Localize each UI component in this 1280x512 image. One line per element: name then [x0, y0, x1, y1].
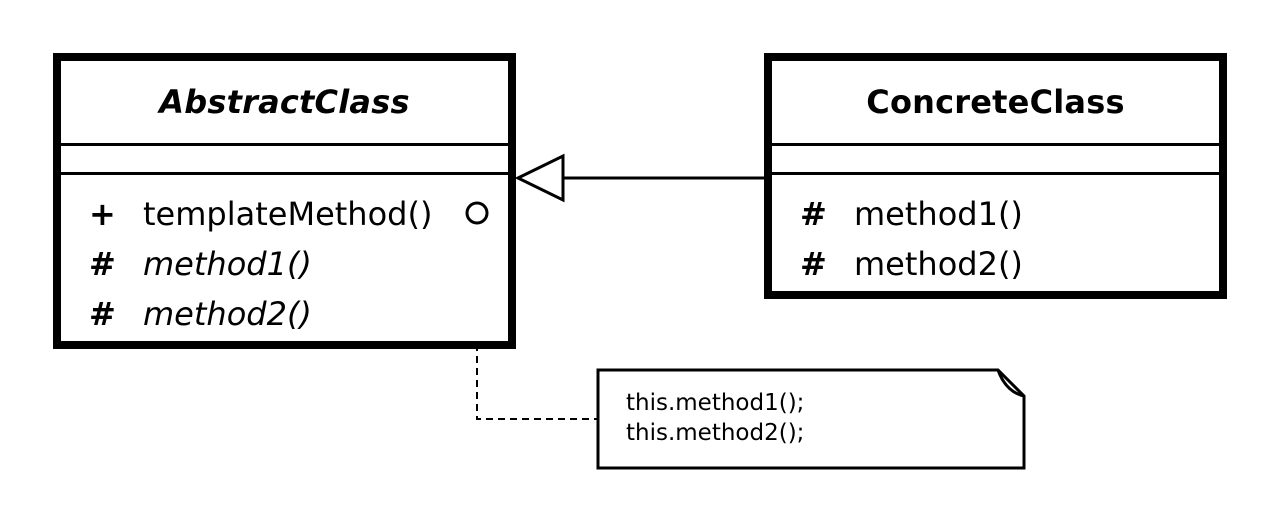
- note-line: this.method2();: [626, 420, 805, 446]
- visibility-public: +: [89, 195, 116, 233]
- note-line: this.method1();: [626, 390, 805, 416]
- note-box: [596, 368, 1026, 470]
- operation-signature: method1(): [854, 195, 1023, 233]
- operation-method2: # method2(): [772, 239, 1219, 289]
- operation-signature: templateMethod(): [143, 195, 433, 233]
- visibility-protected: #: [800, 195, 827, 233]
- abstract-class-operations: + templateMethod() # method1() # method2…: [61, 175, 508, 339]
- note-text: this.method1(); this.method2();: [626, 388, 804, 448]
- concrete-class-name: ConcreteClass: [772, 61, 1219, 146]
- concrete-class-attributes: [772, 146, 1219, 175]
- operation-method1: # method1(): [772, 189, 1219, 239]
- concrete-class-box: ConcreteClass # method1() # method2(): [764, 53, 1227, 299]
- generalization-arrowhead: [514, 153, 565, 203]
- operation-signature: method1(): [143, 245, 312, 283]
- abstract-class-box: AbstractClass + templateMethod() # metho…: [53, 53, 516, 349]
- abstract-class-attributes: [61, 146, 508, 175]
- operation-method1: # method1(): [61, 239, 508, 289]
- note-fold: [996, 369, 1025, 398]
- visibility-protected: #: [800, 245, 827, 283]
- concrete-class-operations: # method1() # method2(): [772, 175, 1219, 289]
- visibility-protected: #: [89, 245, 116, 283]
- operation-signature: method2(): [854, 245, 1023, 283]
- visibility-protected: #: [89, 295, 116, 333]
- operation-signature: method2(): [143, 295, 312, 333]
- operation-template-method: + templateMethod(): [61, 189, 508, 239]
- abstract-class-name: AbstractClass: [61, 61, 508, 146]
- operation-method2: # method2(): [61, 289, 508, 339]
